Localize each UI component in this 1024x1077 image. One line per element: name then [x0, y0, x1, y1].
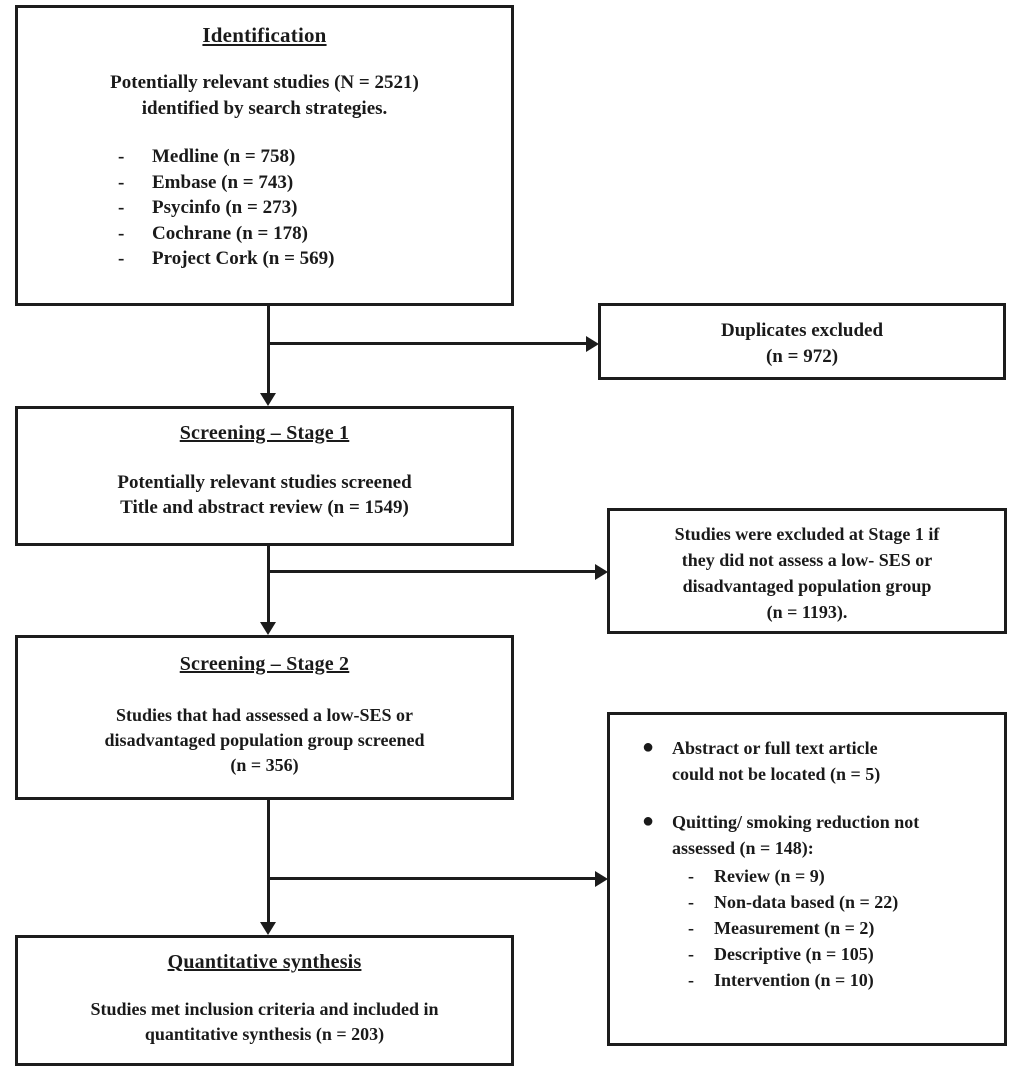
excluded-stage1-body: Studies were excluded at Stage 1 if they…: [624, 521, 990, 625]
screening-stage2-body: Studies that had assessed a low-SES or d…: [30, 703, 499, 778]
connector-horizontal-excluded-stage1: [267, 570, 597, 573]
screening-stage2-line2: disadvantaged population group screened: [104, 730, 425, 750]
bullet-icon: ●: [642, 810, 655, 832]
screening-stage1-body: Potentially relevant studies screened Ti…: [34, 470, 495, 520]
identification-body-line2: identified by search strategies.: [141, 98, 388, 119]
connector-vertical-2: [267, 546, 270, 624]
quantitative-synthesis-body: Studies met inclusion criteria and inclu…: [30, 997, 499, 1047]
excluded-stage1-line4: (n = 1193).: [766, 602, 848, 622]
list-item: - Non-data based (n = 22): [672, 889, 994, 915]
connector-vertical-1: [267, 306, 270, 395]
sub-item-label: Intervention (n = 10): [714, 970, 874, 990]
duplicates-excluded-body: Duplicates excluded (n = 972): [611, 318, 993, 370]
list-item: ● Abstract or full text article could no…: [620, 735, 994, 787]
sub-item-label: Measurement (n = 2): [714, 918, 875, 938]
duplicates-line1: Duplicates excluded: [720, 320, 884, 341]
identification-body-line1: Potentially relevant studies (N = 2521): [110, 72, 419, 93]
list-item: - Medline (n = 758): [118, 144, 493, 170]
list-item: - Project Cork (n = 569): [118, 246, 493, 272]
duplicates-excluded-box: Duplicates excluded (n = 972): [598, 303, 1006, 380]
exclusion-reason-list: ● Abstract or full text article could no…: [620, 735, 994, 993]
identification-title: Identification: [202, 23, 327, 47]
dash-marker: -: [118, 171, 125, 193]
duplicates-line2: (n = 972): [765, 346, 839, 367]
exclusion-line1: Abstract or full text article: [672, 738, 878, 758]
arrow-right-icon: [595, 564, 608, 580]
dash-marker: -: [118, 146, 125, 167]
sub-item-label: Review (n = 9): [714, 866, 825, 886]
screening-stage2-line3: (n = 356): [230, 755, 299, 775]
quantitative-synthesis-title: Quantitative synthesis: [167, 951, 362, 973]
excluded-stage1-line1: Studies were excluded at Stage 1 if: [674, 524, 940, 544]
connector-vertical-3: [267, 800, 270, 924]
screening-stage1-box: Screening – Stage 1 Potentially relevant…: [15, 406, 514, 546]
database-label: Medline (n = 758): [152, 146, 296, 167]
screening-stage2-line1: Studies that had assessed a low-SES or: [115, 705, 414, 725]
database-label: Psycinfo (n = 273): [152, 197, 298, 218]
exclusion-line2: could not be located (n = 5): [672, 764, 881, 784]
dash-marker: -: [688, 944, 694, 964]
list-item: - Cochrane (n = 178): [118, 221, 493, 247]
sub-item-label: Descriptive (n = 105): [714, 944, 874, 964]
database-label: Project Cork (n = 569): [152, 248, 335, 269]
quantitative-synthesis-line1: Studies met inclusion criteria and inclu…: [90, 999, 439, 1019]
identification-box: Identification Potentially relevant stud…: [15, 5, 514, 306]
list-item: - Descriptive (n = 105): [672, 941, 994, 967]
screening-stage1-line2: Title and abstract review (n = 1549): [120, 497, 409, 518]
dash-marker: -: [688, 892, 694, 912]
exclusion-sub-list: - Review (n = 9) - Non-data based (n = 2…: [672, 863, 994, 993]
sub-item-label: Non-data based (n = 22): [714, 892, 899, 912]
dash-marker: -: [688, 866, 694, 886]
screening-stage2-title: Screening – Stage 2: [179, 653, 350, 675]
arrow-down-icon: [260, 622, 276, 635]
screening-stage1-title: Screening – Stage 1: [179, 422, 350, 444]
excluded-stage1-box: Studies were excluded at Stage 1 if they…: [607, 508, 1007, 634]
arrow-down-icon: [260, 922, 276, 935]
dash-marker: -: [118, 197, 125, 218]
database-list: - Medline (n = 758) - Embase (n = 743) -…: [118, 144, 493, 272]
list-item: - Psycinfo (n = 273): [118, 195, 493, 221]
excluded-stage1-line3: disadvantaged population group: [682, 576, 932, 596]
excluded-stage1-line2: they did not assess a low- SES or: [681, 550, 933, 570]
dash-marker: -: [118, 248, 125, 269]
identification-body: Potentially relevant studies (N = 2521) …: [36, 70, 493, 122]
connector-horizontal-excluded-stage2: [267, 877, 597, 880]
screening-stage2-box: Screening – Stage 2 Studies that had ass…: [15, 635, 514, 800]
connector-horizontal-duplicates: [267, 342, 588, 345]
screening-stage1-line1: Potentially relevant studies screened: [117, 472, 412, 493]
bullet-icon: ●: [642, 736, 655, 758]
arrow-right-icon: [586, 336, 599, 352]
database-label: Cochrane (n = 178): [152, 222, 308, 244]
exclusion-line1: Quitting/ smoking reduction not: [672, 812, 920, 832]
list-item: - Embase (n = 743): [118, 170, 493, 196]
arrow-down-icon: [260, 393, 276, 406]
list-item: - Intervention (n = 10): [672, 967, 994, 993]
list-item: - Review (n = 9): [672, 863, 994, 889]
dash-marker: -: [688, 970, 694, 990]
dash-marker: -: [688, 918, 694, 938]
list-item: ● Quitting/ smoking reduction not assess…: [620, 809, 994, 993]
database-label: Embase (n = 743): [152, 171, 294, 193]
arrow-right-icon: [595, 871, 608, 887]
excluded-stage2-box: ● Abstract or full text article could no…: [607, 712, 1007, 1046]
list-item: - Measurement (n = 2): [672, 915, 994, 941]
exclusion-line2: assessed (n = 148):: [672, 838, 814, 858]
dash-marker: -: [118, 222, 125, 244]
quantitative-synthesis-line2: quantitative synthesis (n = 203): [144, 1024, 385, 1044]
quantitative-synthesis-box: Quantitative synthesis Studies met inclu…: [15, 935, 514, 1066]
